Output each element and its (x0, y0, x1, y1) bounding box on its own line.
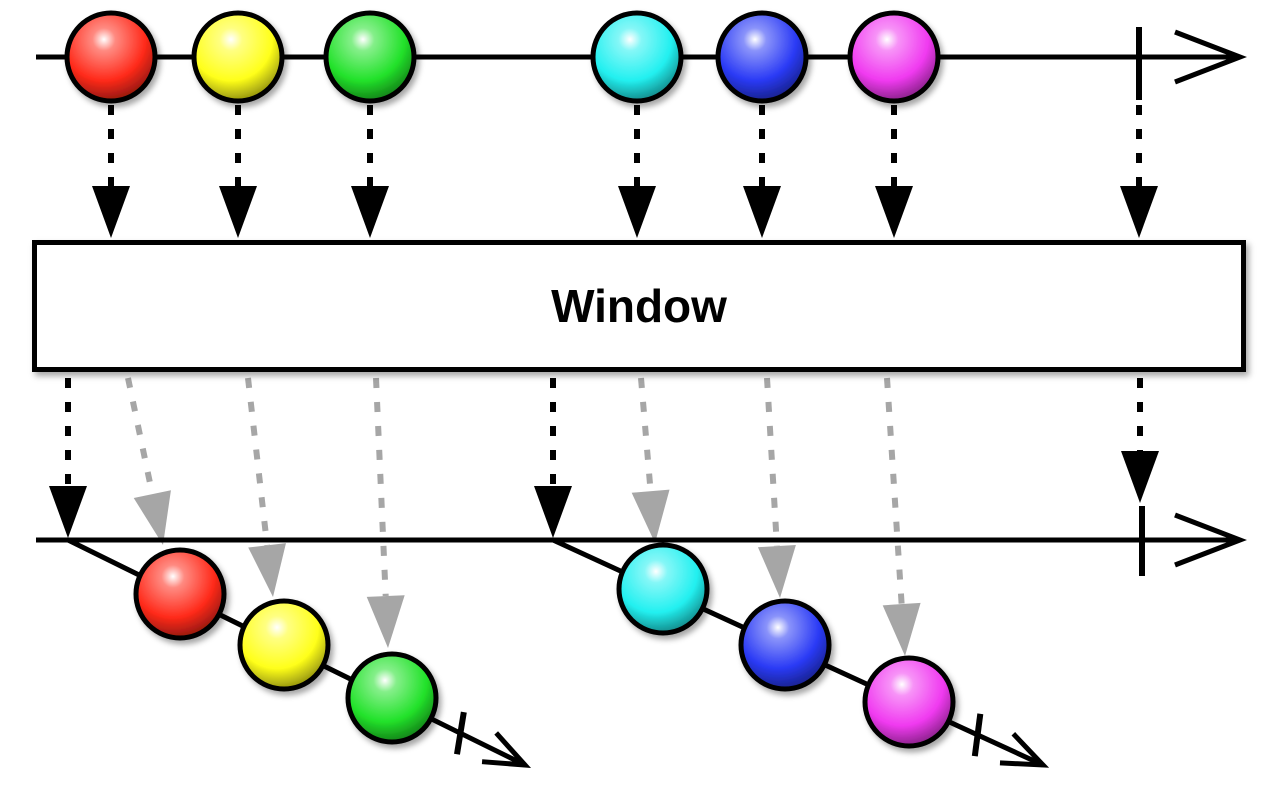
dotted-connector (373, 377, 389, 597)
input-arrow-yellow (219, 105, 257, 238)
arrowhead-icon (1121, 451, 1159, 503)
arrowhead-icon (248, 543, 286, 597)
window-1-marble-red (133, 547, 227, 641)
sphere-marble-icon (738, 598, 832, 692)
output-completion-arrow (1121, 378, 1159, 503)
item-route-arrow-3 (366, 377, 405, 648)
sphere-marble-icon (323, 10, 417, 104)
input-arrow-green (351, 105, 389, 238)
arrowhead-icon (631, 489, 670, 543)
item-route-arrow-1 (125, 377, 171, 545)
source-marble-green (323, 10, 417, 104)
source-marble-yellow (191, 10, 285, 104)
window-substreams (66, 537, 1050, 768)
arrowhead-icon (875, 186, 913, 238)
dotted-connector (638, 377, 654, 492)
dotted-connector (764, 377, 780, 547)
item-route-arrow-2 (245, 377, 286, 597)
arrowhead-icon (882, 602, 921, 656)
arrowhead-icon (1120, 186, 1158, 238)
arrowhead-icon (49, 486, 87, 538)
sphere-marble-icon (191, 10, 285, 104)
window-substream-1 (66, 537, 532, 768)
window-1-marble-yellow (237, 598, 331, 692)
sphere-marble-icon (133, 547, 227, 641)
operator-box: Window (32, 240, 1246, 372)
window-2-marble-blue (738, 598, 832, 692)
window-substream-2 (551, 537, 1050, 768)
window-arrow-icon (481, 731, 532, 768)
window-2-marble-cyan (616, 542, 710, 636)
input-arrow-cyan (618, 105, 656, 238)
source-marble-red (64, 10, 158, 104)
source-timeline (36, 10, 1247, 104)
operator-label: Window (551, 280, 727, 332)
window-open-arrow-1 (49, 378, 87, 538)
input-arrow-magenta (875, 105, 913, 238)
window-completion-tick-icon (454, 711, 467, 755)
input-arrow-red (92, 105, 130, 238)
window-completion-tick-icon (971, 713, 984, 757)
arrowhead-icon (219, 186, 257, 238)
arrowhead-icon (618, 186, 656, 238)
source-marbles (64, 10, 941, 104)
sphere-marble-icon (715, 10, 809, 104)
arrowhead-icon (133, 490, 171, 545)
output-timeline-arrow-icon (1174, 512, 1247, 568)
dotted-connector (125, 377, 156, 495)
window-2-marble-magenta (862, 655, 956, 749)
sphere-marble-icon (345, 651, 439, 745)
arrowhead-icon (366, 595, 405, 648)
source-marble-cyan (590, 10, 684, 104)
item-route-arrow-6 (882, 377, 921, 656)
source-timeline-arrow-icon (1174, 29, 1247, 85)
output-timeline (36, 506, 1247, 768)
dotted-connector (245, 377, 271, 546)
window-arrow-icon (999, 732, 1050, 768)
arrowhead-icon (351, 186, 389, 238)
sphere-marble-icon (237, 598, 331, 692)
source-marble-magenta (847, 10, 941, 104)
sphere-marble-icon (64, 10, 158, 104)
window-1-marble-green (345, 651, 439, 745)
input-arrow-completion (1120, 105, 1158, 238)
arrowhead-icon (743, 186, 781, 238)
sphere-marble-icon (590, 10, 684, 104)
input-arrow-blue (743, 105, 781, 238)
item-route-arrow-4 (631, 377, 670, 543)
arrowhead-icon (534, 486, 572, 538)
sphere-marble-icon (616, 542, 710, 636)
item-route-arrow-5 (757, 377, 796, 598)
source-marble-blue (715, 10, 809, 104)
dotted-connector (884, 377, 905, 605)
output-arrows (49, 377, 1159, 656)
arrowhead-icon (757, 544, 796, 598)
window-open-arrow-2 (534, 378, 572, 538)
sphere-marble-icon (862, 655, 956, 749)
sphere-marble-icon (847, 10, 941, 104)
input-arrows (92, 105, 1158, 238)
arrowhead-icon (92, 186, 130, 238)
